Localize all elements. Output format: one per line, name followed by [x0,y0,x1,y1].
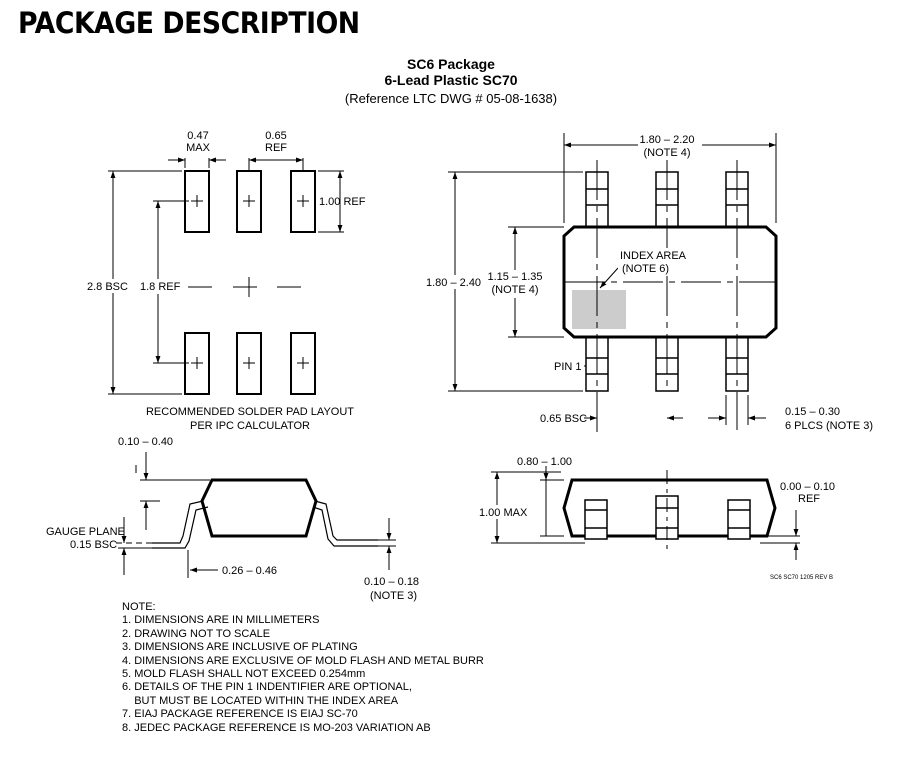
note-item: 5. MOLD FLASH SHALL NOT EXCEED 0.254mm [122,668,366,681]
dim-overall-width: 1.80 – 2.40 [426,277,481,289]
note-item: BUT MUST BE LOCATED WITHIN THE INDEX ARE… [122,694,399,707]
dim-standoff-qual: REF [798,493,820,505]
dim-pad-width-qual: MAX [186,142,211,154]
drawing-rev-code: SC6 SC70 1205 REV B [770,575,834,581]
note-item: 1. DIMENSIONS ARE IN MILLIMETERS [122,614,320,627]
note-item: 6. DETAILS OF THE PIN 1 INDENTIFIER ARE … [122,681,412,694]
side-view [116,452,396,578]
dim-pitch-qual: REF [265,142,287,154]
note-item: 8. JEDEC PACKAGE REFERENCE IS MO-203 VAR… [122,721,431,734]
dim-lead-thickness: 0.10 – 0.18 [364,576,419,588]
dim-foot: 0.10 – 0.40 [118,436,173,448]
index-area-note: (NOTE 6) [622,263,669,275]
dim-pad-width: 0.47 [187,130,208,142]
dim-body-length-note: (NOTE 4) [643,147,690,159]
gauge-plane-value: 0.15 BSC [70,539,117,551]
side-body [200,478,318,538]
solder-caption-2: PER IPC CALCULATOR [190,420,310,432]
dim-end-total-height: 1.00 MAX [479,507,528,519]
page-title: PACKAGE DESCRIPTION [18,6,360,40]
solder-caption-1: RECOMMENDED SOLDER PAD LAYOUT [146,406,354,418]
dim-end-body-height: 0.80 – 1.00 [517,456,572,468]
note-item: 3. DIMENSIONS ARE INCLUSIVE OF PLATING [122,641,358,654]
package-subtitle: 6-Lead Plastic SC70 [384,72,518,88]
notes: NOTE: 1. DIMENSIONS ARE IN MILLIMETERS 2… [122,601,484,735]
gauge-plane-label: GAUGE PLANE [46,526,125,538]
end-view [491,466,800,560]
top-view [448,133,778,435]
dim-total-span: 2.8 BSC [87,281,128,293]
dim-pad-length: 1.00 REF [319,196,366,208]
dim-lead-length: 0.26 – 0.46 [222,565,277,577]
index-area [572,290,626,329]
pin1-label: PIN 1 [554,361,582,373]
dim-lead-width-note: 6 PLCS (NOTE 3) [785,420,873,432]
package-name: SC6 Package [407,56,495,72]
dim-standoff: 0.00 – 0.10 [780,481,835,493]
dim-body-width: 1.15 – 1.35 [487,271,542,283]
dim-body-length: 1.80 – 2.20 [639,134,694,146]
package-reference: (Reference LTC DWG # 05-08-1638) [344,91,558,106]
note-item: 2. DRAWING NOT TO SCALE [122,627,271,640]
dim-pitch: 0.65 [265,130,286,142]
notes-heading: NOTE: [122,601,156,613]
dim-lead-thickness-note: (NOTE 3) [370,590,417,602]
dim-row-spacing: 1.8 REF [140,281,181,293]
note-item: 7. EIAJ PACKAGE REFERENCE IS EIAJ SC-70 [122,708,358,721]
dim-lead-pitch: 0.65 BSC [540,413,587,425]
pad-center-marks [188,195,309,369]
solder-pad-layout [108,157,344,395]
solder-pad [184,170,316,395]
index-area-label: INDEX AREA [620,250,687,262]
dim-lead-width: 0.15 – 0.30 [785,406,840,418]
dim-body-width-note: (NOTE 4) [491,284,538,296]
note-item: 4. DIMENSIONS ARE EXCLUSIVE OF MOLD FLAS… [122,654,484,667]
